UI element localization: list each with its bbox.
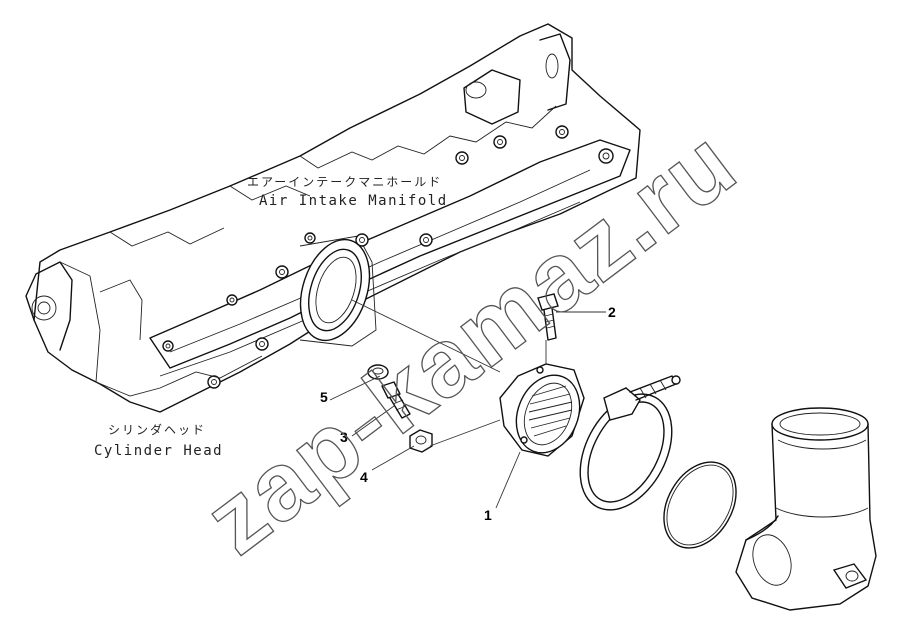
callouts: 1 2 3 4 5 [320,304,616,523]
washer-part-5 [367,364,389,380]
manifold-label-en: Air Intake Manifold [259,193,448,209]
v-band-clamp [579,375,681,511]
screen-mesh [528,385,573,437]
manifold-bosses [162,125,614,389]
manifold-label-group: エアーインテークマニホールド Air Intake Manifold [247,175,448,209]
callout-2: 2 [608,304,616,320]
head-label-jp: シリンダヘッド [108,422,206,437]
assembly-lines [329,299,606,509]
intake-elbow [735,407,877,611]
head-label-en: Cylinder Head [94,443,223,459]
callout-5: 5 [320,389,328,405]
callout-3: 3 [340,429,348,445]
manifold-label-jp: エアーインテークマニホールド [247,175,442,189]
callout-1: 1 [484,507,492,523]
bolt-part-3 [381,381,411,419]
head-label-group: シリンダヘッド Cylinder Head [94,422,223,459]
bolt-part-2 [537,293,559,341]
o-ring [663,461,737,549]
connector-part-1 [499,363,585,457]
cylinder-head-assembly [25,23,641,413]
callout-4: 4 [360,469,368,485]
